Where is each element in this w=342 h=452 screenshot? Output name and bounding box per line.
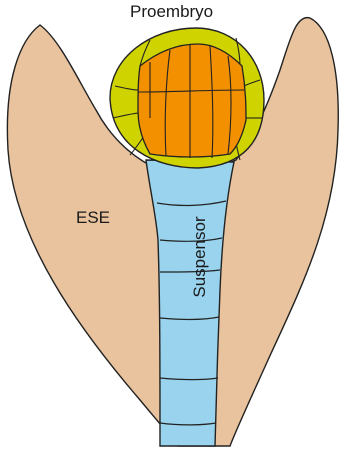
proembryo-label: Proembryo [130,2,213,22]
suspensor-label: Suspensor [190,216,210,297]
ese-label: ESE [76,208,110,228]
